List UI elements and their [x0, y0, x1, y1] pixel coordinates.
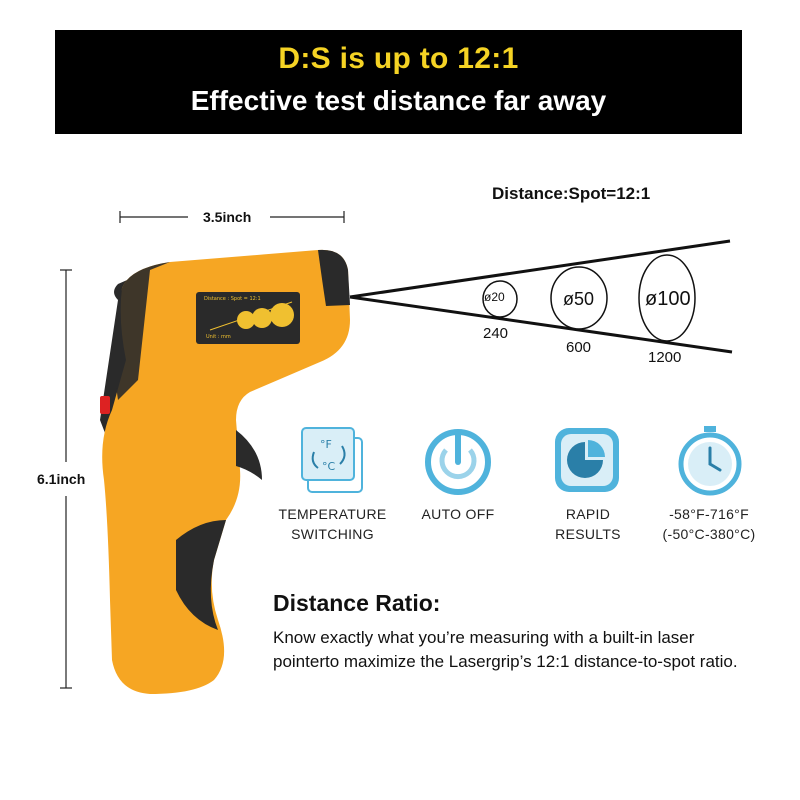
power-icon — [425, 429, 491, 495]
feature-auto-off: AUTO OFF — [421, 506, 495, 522]
svg-text:°C: °C — [322, 460, 336, 473]
height-label: 6.1inch — [37, 471, 86, 487]
spot-label-20: ø20 — [484, 290, 505, 304]
spot-circle-50 — [550, 266, 608, 330]
width-label: 3.5inch — [203, 209, 252, 225]
distance-label-1200: 1200 — [648, 349, 682, 366]
feature-temperature-range: -58°F-716°F(-50°C-380°C) — [662, 506, 756, 542]
spot-circle-100 — [638, 254, 696, 342]
banner-headline: D:S is up to 12:1 — [278, 42, 519, 75]
spot-label-100: ø100 — [645, 288, 691, 310]
spot-circle-20 — [482, 280, 518, 318]
spot-label-50: ø50 — [563, 289, 595, 309]
header-banner: D:S is up to 12:1 Effective test distanc… — [55, 30, 742, 134]
pie-chart-icon — [555, 428, 619, 492]
distance-ratio-description: Know exactly what you’re measuring with … — [273, 628, 738, 671]
distance-label-600: 600 — [566, 339, 592, 356]
device-label-unit: Unit : mm — [206, 334, 231, 340]
temperature-switch-icon: °F °C — [301, 427, 363, 493]
svg-text:°F: °F — [320, 438, 332, 451]
spot-diagram-title: Distance:Spot=12:1 — [492, 184, 651, 203]
clock-icon — [678, 426, 742, 496]
distance-label-240: 240 — [483, 325, 509, 342]
device-label-title: Distance : Spot = 12:1 — [204, 296, 261, 302]
distance-ratio-title: Distance Ratio: — [273, 590, 441, 616]
banner-subheadline: Effective test distance far away — [190, 85, 607, 116]
